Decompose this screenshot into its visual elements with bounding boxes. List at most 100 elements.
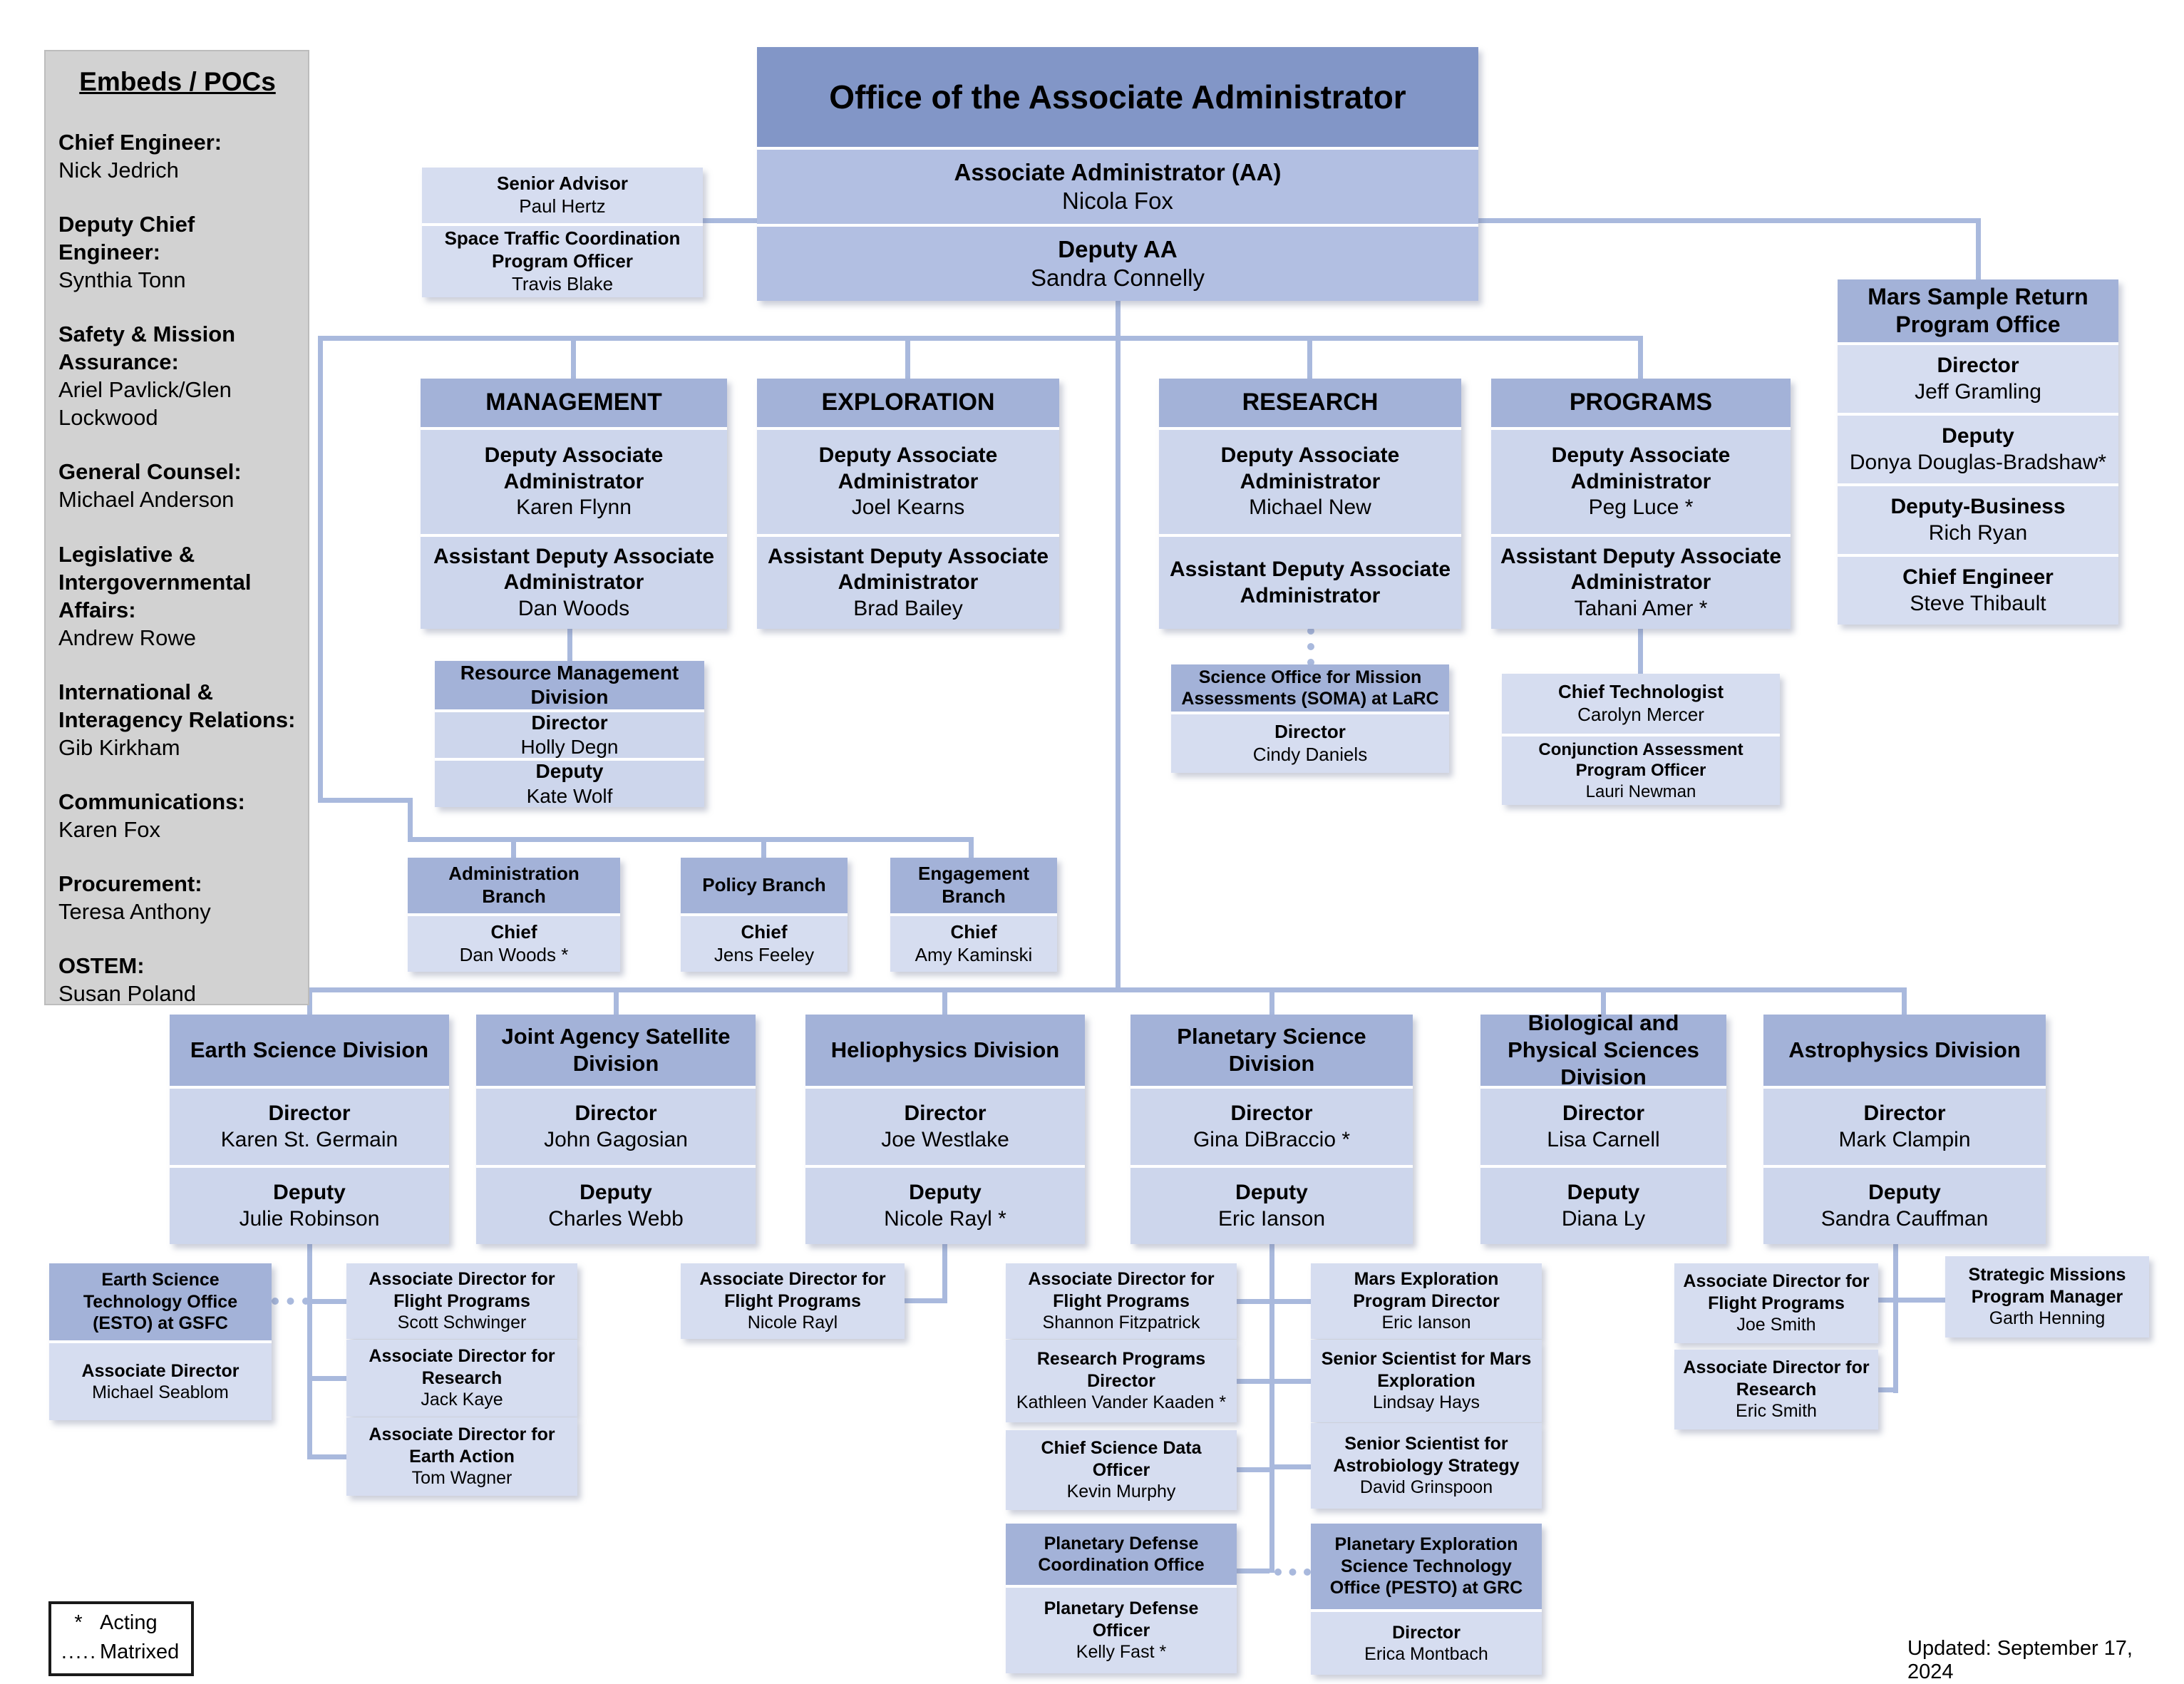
connector-line [1638, 336, 1643, 380]
policy-branch-title: Policy Branch [702, 874, 826, 896]
connector-line [1274, 1299, 1311, 1304]
chief-technologist-title: Conjunction Assessment Program Officer [1538, 740, 1743, 781]
senior-advisor-section-1: Space Traffic Coordination Program Offic… [422, 223, 703, 297]
strategic-missions-program-manager-title: Strategic Missions Program Manager [1968, 1265, 2126, 1307]
legend-label: Matrixed [100, 1640, 180, 1663]
esd-flight-programs-name: Scott Schwinger [397, 1313, 527, 1333]
embeds-entry-role: Legislative & Intergovernmental Affairs: [58, 541, 252, 622]
astrophysics-division-title: Deputy [1868, 1180, 1941, 1204]
embeds-entry-name: Andrew Rowe [58, 625, 196, 650]
esd-research-title: Associate Director for Research [369, 1346, 555, 1388]
connector-line [1116, 299, 1121, 991]
esd-earth-action-name: Tom Wagner [411, 1468, 512, 1489]
embeds-entry-role: Communications: [58, 789, 245, 814]
psd-research-programs-title: Research Programs Director [1036, 1349, 1206, 1391]
connector-line [307, 1299, 346, 1304]
joint-agency-satellite-division-title: Director [575, 1101, 657, 1125]
management-title: Deputy Associate Administrator [484, 443, 664, 493]
resource-management-division-header: Resource Management Division [435, 661, 704, 709]
research-title: RESEARCH [1242, 389, 1379, 416]
biological-and-physical-sciences-division-name: Diana Ly [1561, 1206, 1646, 1231]
policy-branch-title: Chief [741, 921, 788, 943]
embeds-entry-name: Nick Jedrich [58, 158, 179, 183]
heliophysics-division-header: Heliophysics Division [805, 1015, 1085, 1086]
soma-title: Science Office for Mission Assessments (… [1181, 667, 1439, 709]
mars-sample-return-program-office-title: Deputy [1942, 423, 2014, 448]
planetary-science-division-header: Planetary Science Division [1130, 1015, 1413, 1086]
connector-line [307, 987, 1906, 992]
engagement-branch-title: Chief [950, 921, 997, 943]
exploration-title: EXPLORATION [821, 389, 995, 416]
connector-line [905, 336, 910, 380]
connector-line [307, 1454, 346, 1459]
embeds-entry-role: Safety & Mission Assurance: [58, 322, 236, 375]
earth-science-division-title: Deputy [273, 1180, 346, 1204]
programs-name: Peg Luce * [1588, 496, 1694, 520]
connector-line [1638, 627, 1643, 675]
office-of-associate-administrator-section-2: Deputy AA Sandra Connelly [757, 224, 1478, 301]
programs-title: PROGRAMS [1569, 389, 1713, 416]
mars-sample-return-program-office-title: Deputy-Business [1890, 494, 2066, 518]
connector-line [307, 1376, 346, 1381]
legend-symbol: * [74, 1611, 84, 1634]
pesto-title: Planetary Exploration Science Technology… [1329, 1534, 1523, 1598]
planetary-science-division-title: Planetary Science Division [1177, 1024, 1366, 1076]
connector-line [1878, 1298, 1945, 1303]
connector-line [1477, 218, 1980, 223]
connector-line [408, 798, 413, 842]
embeds-entry: Legislative & Intergovernmental Affairs:… [58, 540, 297, 652]
box-biological-and-physical-sciences-division: Biological and Physical Sciences Divisio… [1480, 1010, 1726, 1244]
planetary-science-division-name: Eric Ianson [1217, 1206, 1326, 1231]
esd-research-name: Jack Kaye [421, 1390, 503, 1410]
engagement-branch-header: Engagement Branch [890, 858, 1057, 913]
legend-label: Acting [100, 1611, 158, 1634]
exploration-section-2: Assistant Deputy Associate Administrator… [757, 534, 1059, 629]
connector-line [1269, 1243, 1274, 1573]
chief-technologist-name: Lauri Newman [1585, 781, 1696, 801]
embeds-entry-role: General Counsel: [58, 459, 242, 485]
resource-management-division-title: Director [531, 711, 608, 734]
esto-title: Earth Science Technology Office (ESTO) a… [83, 1270, 238, 1334]
mars-exploration-program-director-name: Eric Ianson [1381, 1313, 1471, 1333]
engagement-branch-name: Amy Kaminski [915, 944, 1033, 965]
biological-and-physical-sciences-division-title: Director [1562, 1101, 1645, 1125]
connector-line [942, 1243, 947, 1303]
astro-research-name: Eric Smith [1736, 1401, 1817, 1422]
connector-line [614, 987, 619, 1017]
mars-sample-return-program-office-name: Steve Thibault [1910, 591, 2046, 615]
connector-line [318, 336, 1641, 341]
heliophysics-division-name: Joe Westlake [881, 1127, 1009, 1151]
policy-branch-name: Jens Feeley [714, 944, 815, 965]
connector-line [408, 837, 974, 842]
connector-line [1237, 1467, 1269, 1472]
pesto-header: Planetary Exploration Science Technology… [1311, 1524, 1542, 1609]
connector-line [318, 336, 323, 803]
office-of-associate-administrator-section-1: Associate Administrator (AA)Nicola Fox [757, 147, 1478, 224]
pesto-title: Director [1392, 1622, 1461, 1643]
heliophysics-division-name: Nicole Rayl * [884, 1206, 1006, 1231]
office-of-associate-administrator-title: Deputy AA [1058, 235, 1178, 262]
biological-and-physical-sciences-division-title: Biological and Physical Sciences Divisio… [1508, 1010, 1699, 1089]
esto-header: Earth Science Technology Office (ESTO) a… [49, 1263, 272, 1340]
box-esto: Earth Science Technology Office (ESTO) a… [49, 1263, 272, 1420]
astrophysics-division-header: Astrophysics Division [1763, 1015, 2046, 1086]
office-of-associate-administrator-name: Sandra Connelly [1031, 265, 1205, 291]
embeds-entry-name: Teresa Anthony [58, 898, 211, 924]
